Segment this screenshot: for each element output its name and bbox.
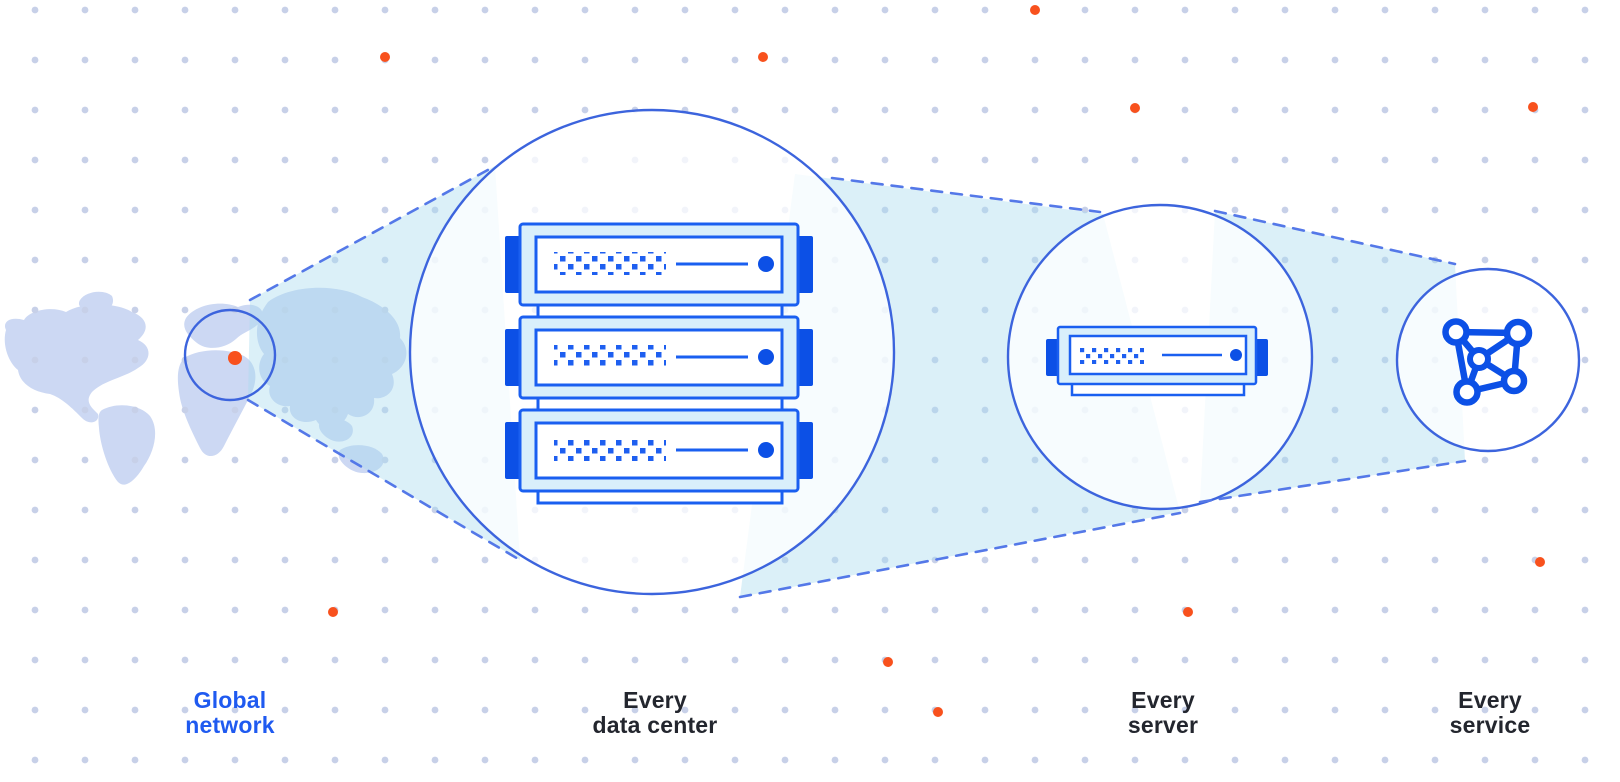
label-line: Global xyxy=(193,687,267,713)
label-every-data-center: Every data center xyxy=(525,688,785,738)
server-dot-matrix xyxy=(554,252,666,461)
label-every-service: Every service xyxy=(1360,688,1620,738)
server-icon xyxy=(1046,325,1268,397)
label-line: data center xyxy=(592,712,718,738)
accent-dot xyxy=(883,657,893,667)
server-dot-matrix xyxy=(1080,347,1144,364)
service-circle xyxy=(1395,267,1581,453)
network-mesh-icon xyxy=(1442,318,1533,406)
label-line: network xyxy=(185,712,275,738)
server-circle xyxy=(1006,203,1314,511)
accent-dot xyxy=(933,707,943,717)
label-line: server xyxy=(1127,712,1199,738)
data-center-circle xyxy=(408,108,896,596)
label-line: service xyxy=(1449,712,1531,738)
label-line: Every xyxy=(1131,687,1195,713)
accent-dot xyxy=(1183,607,1193,617)
accent-dot xyxy=(1130,103,1140,113)
label-line: Every xyxy=(623,687,687,713)
server-rack-icon xyxy=(505,222,813,505)
label-line: Every xyxy=(1458,687,1522,713)
accent-dot xyxy=(328,607,338,617)
map-lens-circle xyxy=(183,308,277,402)
accent-dot xyxy=(380,52,390,62)
accent-dot xyxy=(1030,5,1040,15)
accent-dot xyxy=(758,52,768,62)
accent-dot xyxy=(1535,557,1545,567)
zoom-dashed-lines xyxy=(246,164,1467,599)
lens-circle-strokes xyxy=(183,108,1581,596)
label-every-server: Every server xyxy=(1033,688,1293,738)
accent-dots xyxy=(228,5,1545,717)
accent-dot xyxy=(228,351,242,365)
accent-dot xyxy=(1528,102,1538,112)
label-global-network: Global network xyxy=(100,688,360,738)
